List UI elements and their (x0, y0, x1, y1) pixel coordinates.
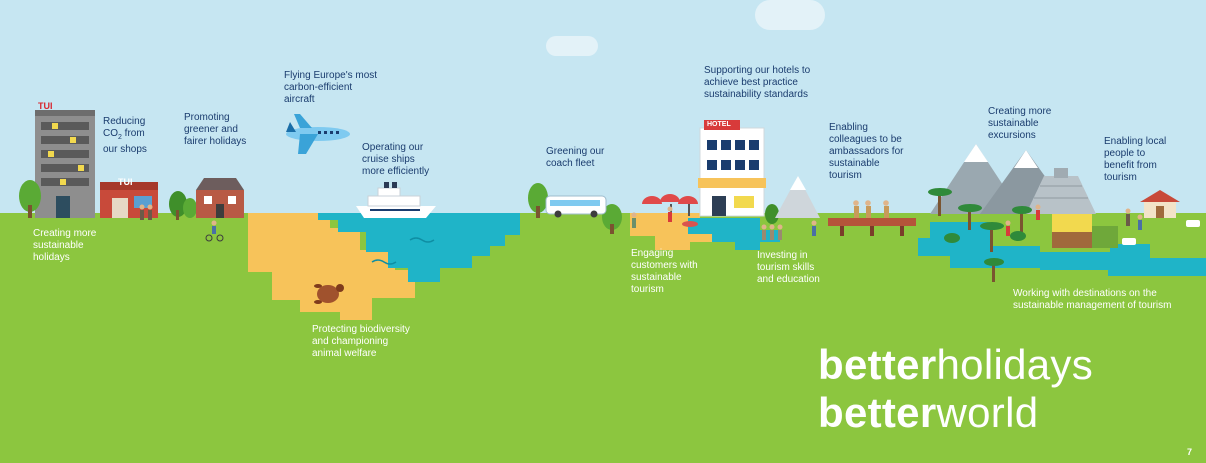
label-line: sustainable (631, 272, 682, 283)
label-enabling-colleagues: Enabling colleagues to be ambassadors fo… (829, 122, 903, 182)
label-line: animal welfare (312, 348, 377, 359)
label-line: people to (1104, 148, 1146, 159)
tui-logo-text: TUI (38, 101, 53, 111)
label-enabling-local: Enabling local people to benefit from to… (1104, 136, 1166, 184)
airplane (286, 114, 350, 154)
label-line: our shops (103, 144, 147, 155)
label-line: Protecting biodiversity (312, 324, 410, 335)
label-line: carbon-efficient (284, 82, 353, 93)
cloud (546, 36, 598, 56)
label-line: greener and (184, 124, 238, 135)
brand-tagline-line2: betterworld (818, 390, 1038, 436)
label-working-destinations: Working with destinations on the sustain… (1013, 288, 1171, 312)
label-line: sustainable (988, 118, 1039, 129)
label-line: and championing (312, 336, 389, 347)
label-line: tourism (1104, 172, 1137, 183)
hotel-sign-text: HOTEL (707, 121, 731, 128)
label-line: Creating more (33, 228, 97, 239)
label-line: benefit from (1104, 160, 1157, 171)
label-line: Enabling (829, 122, 868, 133)
label-line: cruise ships (362, 154, 415, 165)
hotel-building (698, 120, 766, 217)
page-number: 7 (1186, 447, 1192, 457)
label-line: tourism skills (757, 262, 815, 273)
co2-suffix: from (121, 128, 145, 139)
sky-background (0, 0, 1206, 215)
tagline-regular: holidays (936, 341, 1093, 388)
hotel-sign: HOTEL (707, 120, 731, 129)
label-greening: Greening our coach fleet (546, 146, 604, 170)
label-line: Engaging (631, 248, 674, 259)
pyramid (1026, 168, 1096, 214)
label-line: Greening our (546, 146, 605, 157)
label-line: excursions (988, 130, 1036, 141)
people (139, 200, 1143, 242)
label-line: CO2 from (103, 128, 147, 144)
pier (828, 218, 916, 236)
label-line: Flying Europe's most (284, 70, 378, 81)
cows (1122, 220, 1200, 245)
label-creating-holidays: Creating more sustainable holidays (33, 228, 96, 264)
co2-text: CO (103, 128, 118, 139)
label-line: Supporting our hotels to (704, 65, 811, 76)
label-line: fairer holidays (184, 136, 247, 147)
tui-shop-logo: TUI (118, 176, 133, 188)
label-line: tourism (631, 284, 664, 295)
village-house (1140, 190, 1180, 218)
tagline-regular: world (936, 389, 1039, 436)
label-line: tourism (829, 170, 862, 181)
house (196, 178, 244, 218)
label-engaging: Engaging customers with sustainable tour… (631, 248, 698, 296)
label-line: more efficiently (362, 166, 430, 177)
coach-bus (545, 195, 607, 218)
label-promoting: Promoting greener and fairer holidays (184, 112, 246, 148)
label-line: sustainable (829, 158, 880, 169)
tui-shop-logo-text: TUI (118, 177, 133, 187)
beach-umbrellas (642, 194, 698, 227)
label-line: sustainability standards (704, 89, 808, 100)
trees (19, 180, 779, 234)
label-line: Operating our (362, 142, 424, 153)
label-creating-excursions: Creating more sustainable excursions (988, 106, 1051, 142)
turtle (314, 284, 344, 304)
label-line: Creating more (988, 106, 1052, 117)
tui-office-building (35, 110, 95, 218)
cruise-ship (356, 182, 436, 218)
label-line: Promoting (184, 112, 230, 123)
label-line: holidays (33, 252, 70, 263)
fields (1052, 214, 1118, 248)
label-line: colleagues to be (829, 134, 902, 145)
label-line: achieve best practice (704, 77, 798, 88)
label-flying: Flying Europe's most carbon-efficient ai… (284, 70, 377, 106)
tui-logo: TUI (38, 100, 53, 112)
cloud (755, 0, 825, 30)
label-line: sustainable management of tourism (1013, 300, 1172, 311)
label-line: aircraft (284, 94, 315, 105)
label-investing: Investing in tourism skills and educatio… (757, 250, 820, 286)
label-line: Investing in (757, 250, 808, 261)
label-line: sustainable (33, 240, 84, 251)
label-operating: Operating our cruise ships more efficien… (362, 142, 429, 178)
palm-trees (928, 188, 1032, 282)
label-line: and education (757, 274, 820, 285)
label-line: Working with destinations on the (1013, 288, 1157, 299)
label-protecting-biodiversity: Protecting biodiversity and championing … (312, 324, 410, 360)
label-supporting: Supporting our hotels to achieve best pr… (704, 65, 810, 101)
label-line: ambassadors for (829, 146, 904, 157)
label-line: customers with (631, 260, 698, 271)
tagline-bold: better (818, 341, 937, 388)
tagline-bold: better (818, 389, 937, 436)
brand-tagline-line1: betterholidays (818, 342, 1093, 388)
label-line: Enabling local (1104, 136, 1167, 147)
label-line: coach fleet (546, 158, 595, 169)
label-reducing-co2: Reducing CO2 from our shops (103, 116, 147, 156)
label-line: Reducing (103, 116, 146, 127)
co2-subscript: 2 (118, 134, 122, 141)
